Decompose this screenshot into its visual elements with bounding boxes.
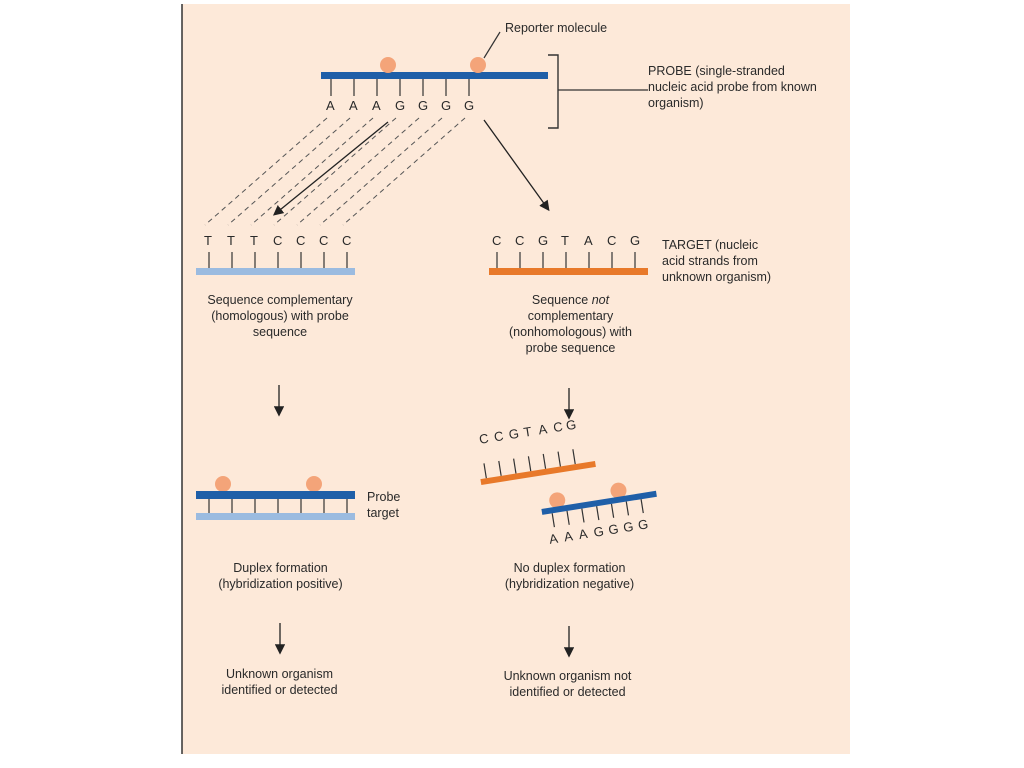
reporter-leader-line	[483, 31, 501, 59]
no-duplex-reporter-2	[610, 482, 627, 499]
no-duplex-caption: No duplex formation (hybridization negat…	[504, 561, 635, 591]
noncomplementary-caption-pre: Sequence	[531, 293, 592, 307]
no-duplex-probe-base: A	[548, 530, 559, 547]
complementary-target-strand	[196, 268, 355, 275]
no-duplex-probe-ticks	[551, 499, 644, 528]
complementary-base: C	[319, 233, 329, 248]
noncomplementary-base: G	[538, 233, 549, 248]
probe-base: G	[395, 98, 406, 113]
no-duplex-probe-base: G	[592, 523, 605, 540]
identified-caption: Unknown organism identified or detected	[221, 667, 338, 697]
noncomplementary-caption: Sequence not complementary (nonhomologou…	[493, 292, 648, 356]
probe-strand	[321, 72, 548, 79]
probe-base: A	[349, 98, 358, 113]
noncomplementary-caption-not: not	[591, 293, 610, 307]
complementary-ticks	[208, 252, 348, 268]
complementary-base: C	[342, 233, 352, 248]
complementary-base: C	[273, 233, 283, 248]
noncomplementary-base: C	[607, 233, 617, 248]
no-duplex-probe-base: A	[562, 528, 574, 545]
probe-base: A	[326, 98, 335, 113]
noncomplementary-base: A	[584, 233, 593, 248]
probe-base: G	[441, 98, 452, 113]
probe-base: G	[464, 98, 475, 113]
complementary-base: T	[227, 233, 235, 248]
duplex-reporter-2	[306, 476, 322, 492]
no-duplex-target-strand	[480, 460, 596, 486]
target-label: TARGET (nucleic acid strands from unknow…	[662, 238, 772, 284]
noncomplementary-base: T	[561, 233, 569, 248]
no-duplex-probe-strand	[541, 490, 657, 515]
duplex-caption: Duplex formation (hybridization positive…	[218, 561, 343, 591]
complementary-caption: Sequence complementary (homologous) with…	[207, 293, 353, 339]
no-duplex-target-group	[480, 449, 596, 486]
dashed-pairing-lines	[204, 117, 466, 226]
no-duplex-probe-group	[541, 482, 657, 528]
not-identified-caption: Unknown organism not identified or detec…	[503, 669, 632, 699]
no-duplex-target-base: G	[507, 425, 520, 443]
complementary-base: C	[296, 233, 306, 248]
probe-target-label: Probe target	[367, 490, 401, 520]
probe-ticks	[330, 79, 470, 96]
noncomplementary-base: G	[630, 233, 641, 248]
duplex-reporter-1	[215, 476, 231, 492]
probe-label: PROBE (single-stranded nucleic acid prob…	[648, 64, 817, 110]
probe-bracket	[548, 54, 559, 129]
noncomplementary-base: C	[515, 233, 525, 248]
no-duplex-probe-base: A	[577, 525, 589, 543]
duplex-probe-strand	[196, 491, 355, 499]
no-duplex-probe-base: G	[636, 516, 650, 533]
probe-base: G	[418, 98, 429, 113]
arrow-to-noncomplementary	[483, 119, 550, 212]
no-duplex-target-base: A	[537, 421, 549, 438]
no-duplex-target-ticks	[483, 449, 576, 479]
duplex-ticks	[208, 499, 348, 513]
noncomplementary-base: C	[492, 233, 502, 248]
arrow-to-complementary	[272, 121, 389, 216]
complementary-base: T	[250, 233, 258, 248]
reporter-molecule-1	[380, 57, 396, 73]
reporter-molecule-label: Reporter molecule	[505, 21, 608, 35]
no-duplex-target-base: G	[564, 416, 578, 434]
noncomplementary-target-strand	[489, 268, 648, 275]
duplex-target-strand	[196, 513, 355, 520]
diagram-panel	[182, 4, 850, 754]
reporter-molecule-2	[470, 57, 486, 73]
complementary-base: T	[204, 233, 212, 248]
no-duplex-probe-base: G	[622, 518, 635, 536]
no-duplex-probe-base: G	[607, 521, 620, 538]
noncomplementary-ticks	[496, 252, 636, 268]
noncomplementary-caption-post: complementary (nonhomologous) with probe…	[509, 309, 632, 355]
probe-base: A	[372, 98, 381, 113]
no-duplex-reporter-1	[549, 492, 566, 509]
